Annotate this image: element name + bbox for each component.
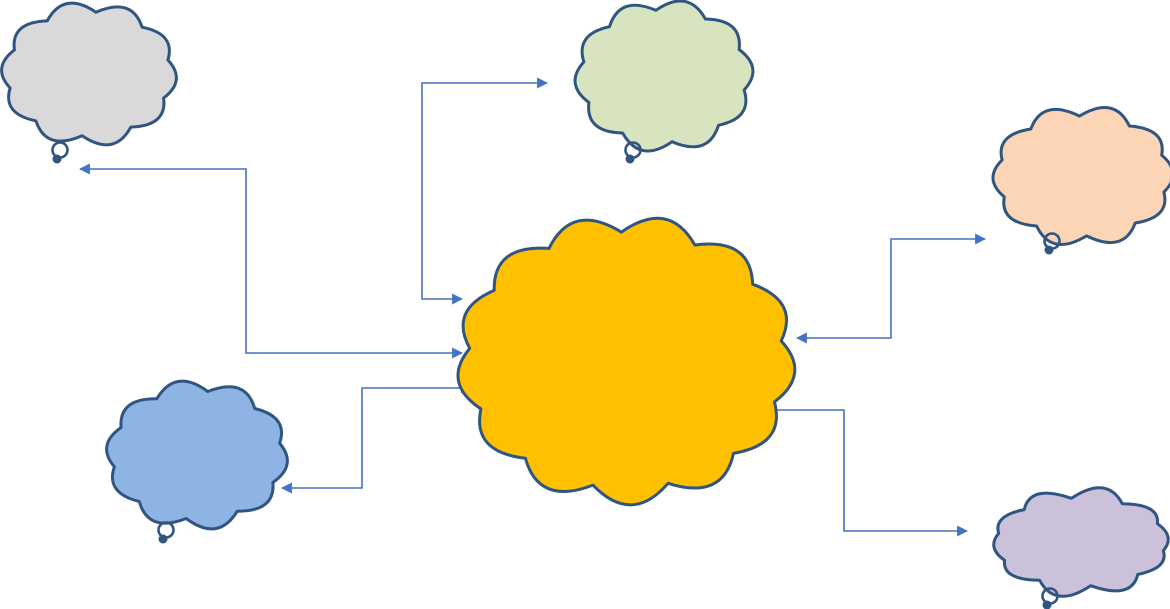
thought-bubble-tail-icon bbox=[51, 141, 69, 164]
tail-dot bbox=[1042, 600, 1052, 609]
gray-thought-cloud bbox=[0, 1, 178, 164]
thought-bubble-tail-icon bbox=[1041, 587, 1059, 609]
tail-dot bbox=[158, 534, 168, 544]
blue-thought-cloud bbox=[105, 379, 289, 544]
peach-thought-cloud-shape bbox=[991, 106, 1170, 246]
green-thought-cloud-shape bbox=[573, 0, 755, 153]
connector-peach bbox=[795, 233, 987, 344]
blue-thought-cloud-shape bbox=[105, 379, 289, 531]
connector-layer bbox=[78, 77, 987, 537]
central-cloud bbox=[456, 216, 797, 507]
connector-blue bbox=[280, 382, 473, 494]
purple-thought-cloud bbox=[992, 486, 1170, 609]
connector-green bbox=[421, 77, 549, 305]
connector-gray bbox=[78, 163, 464, 359]
tail-dot bbox=[1044, 245, 1054, 255]
tail-dot bbox=[52, 154, 62, 164]
green-thought-cloud bbox=[573, 0, 755, 164]
gray-thought-cloud-shape bbox=[0, 1, 178, 147]
connector-purple bbox=[716, 404, 969, 537]
thought-bubble-tail-icon bbox=[1043, 232, 1061, 255]
peach-thought-cloud bbox=[991, 106, 1170, 255]
thought-bubble-tail-icon bbox=[157, 521, 175, 544]
purple-thought-cloud-shape bbox=[992, 486, 1170, 598]
tail-dot bbox=[625, 154, 635, 164]
central-cloud-shape bbox=[456, 216, 797, 507]
thought-bubble-tail-icon bbox=[624, 141, 642, 164]
